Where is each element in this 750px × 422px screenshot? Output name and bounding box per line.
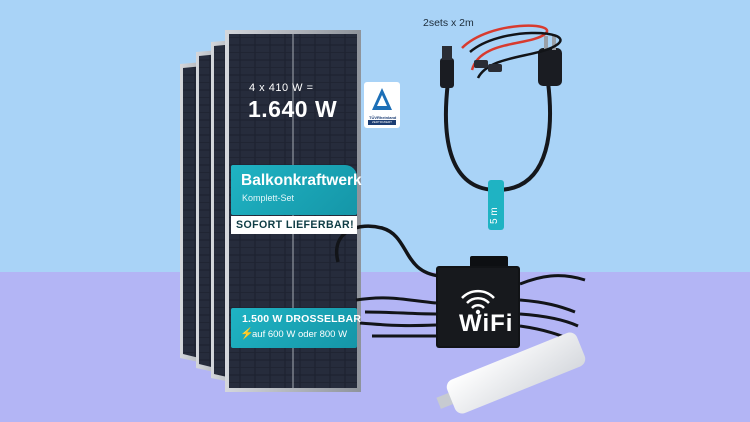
throttle-text: 1.500 W DROSSELBAR <box>242 313 362 325</box>
total-power-text: 1.640 W <box>248 96 338 122</box>
title-banner <box>231 165 357 215</box>
tuv-cert-text: ZERTIFIZIERT <box>368 120 396 125</box>
throttle-banner <box>231 308 357 348</box>
product-subtitle: Komplett-Set <box>242 193 295 203</box>
product-title: Balkonkraftwerk <box>241 172 362 189</box>
tuv-name-text: TÜVRheinland <box>369 115 397 120</box>
cable-length-label: 5 m <box>489 207 500 225</box>
power-per-panel-text: 4 x 410 W = <box>249 82 314 94</box>
lightning-bolt-icon: ⚡ <box>240 328 254 340</box>
ac-cable <box>440 36 562 230</box>
usb-dongle <box>436 332 586 414</box>
extension-cables <box>461 24 562 79</box>
microinverter <box>436 256 520 348</box>
tuv-badge <box>364 82 400 128</box>
extension-cables-label: 2sets x 2m <box>423 17 474 29</box>
availability-text: SOFORT LIEFERBAR! <box>236 219 355 231</box>
availability-banner <box>231 216 357 234</box>
throttle-subtext: auf 600 W oder 800 W <box>252 329 348 340</box>
wifi-label: WiFi <box>459 310 514 337</box>
